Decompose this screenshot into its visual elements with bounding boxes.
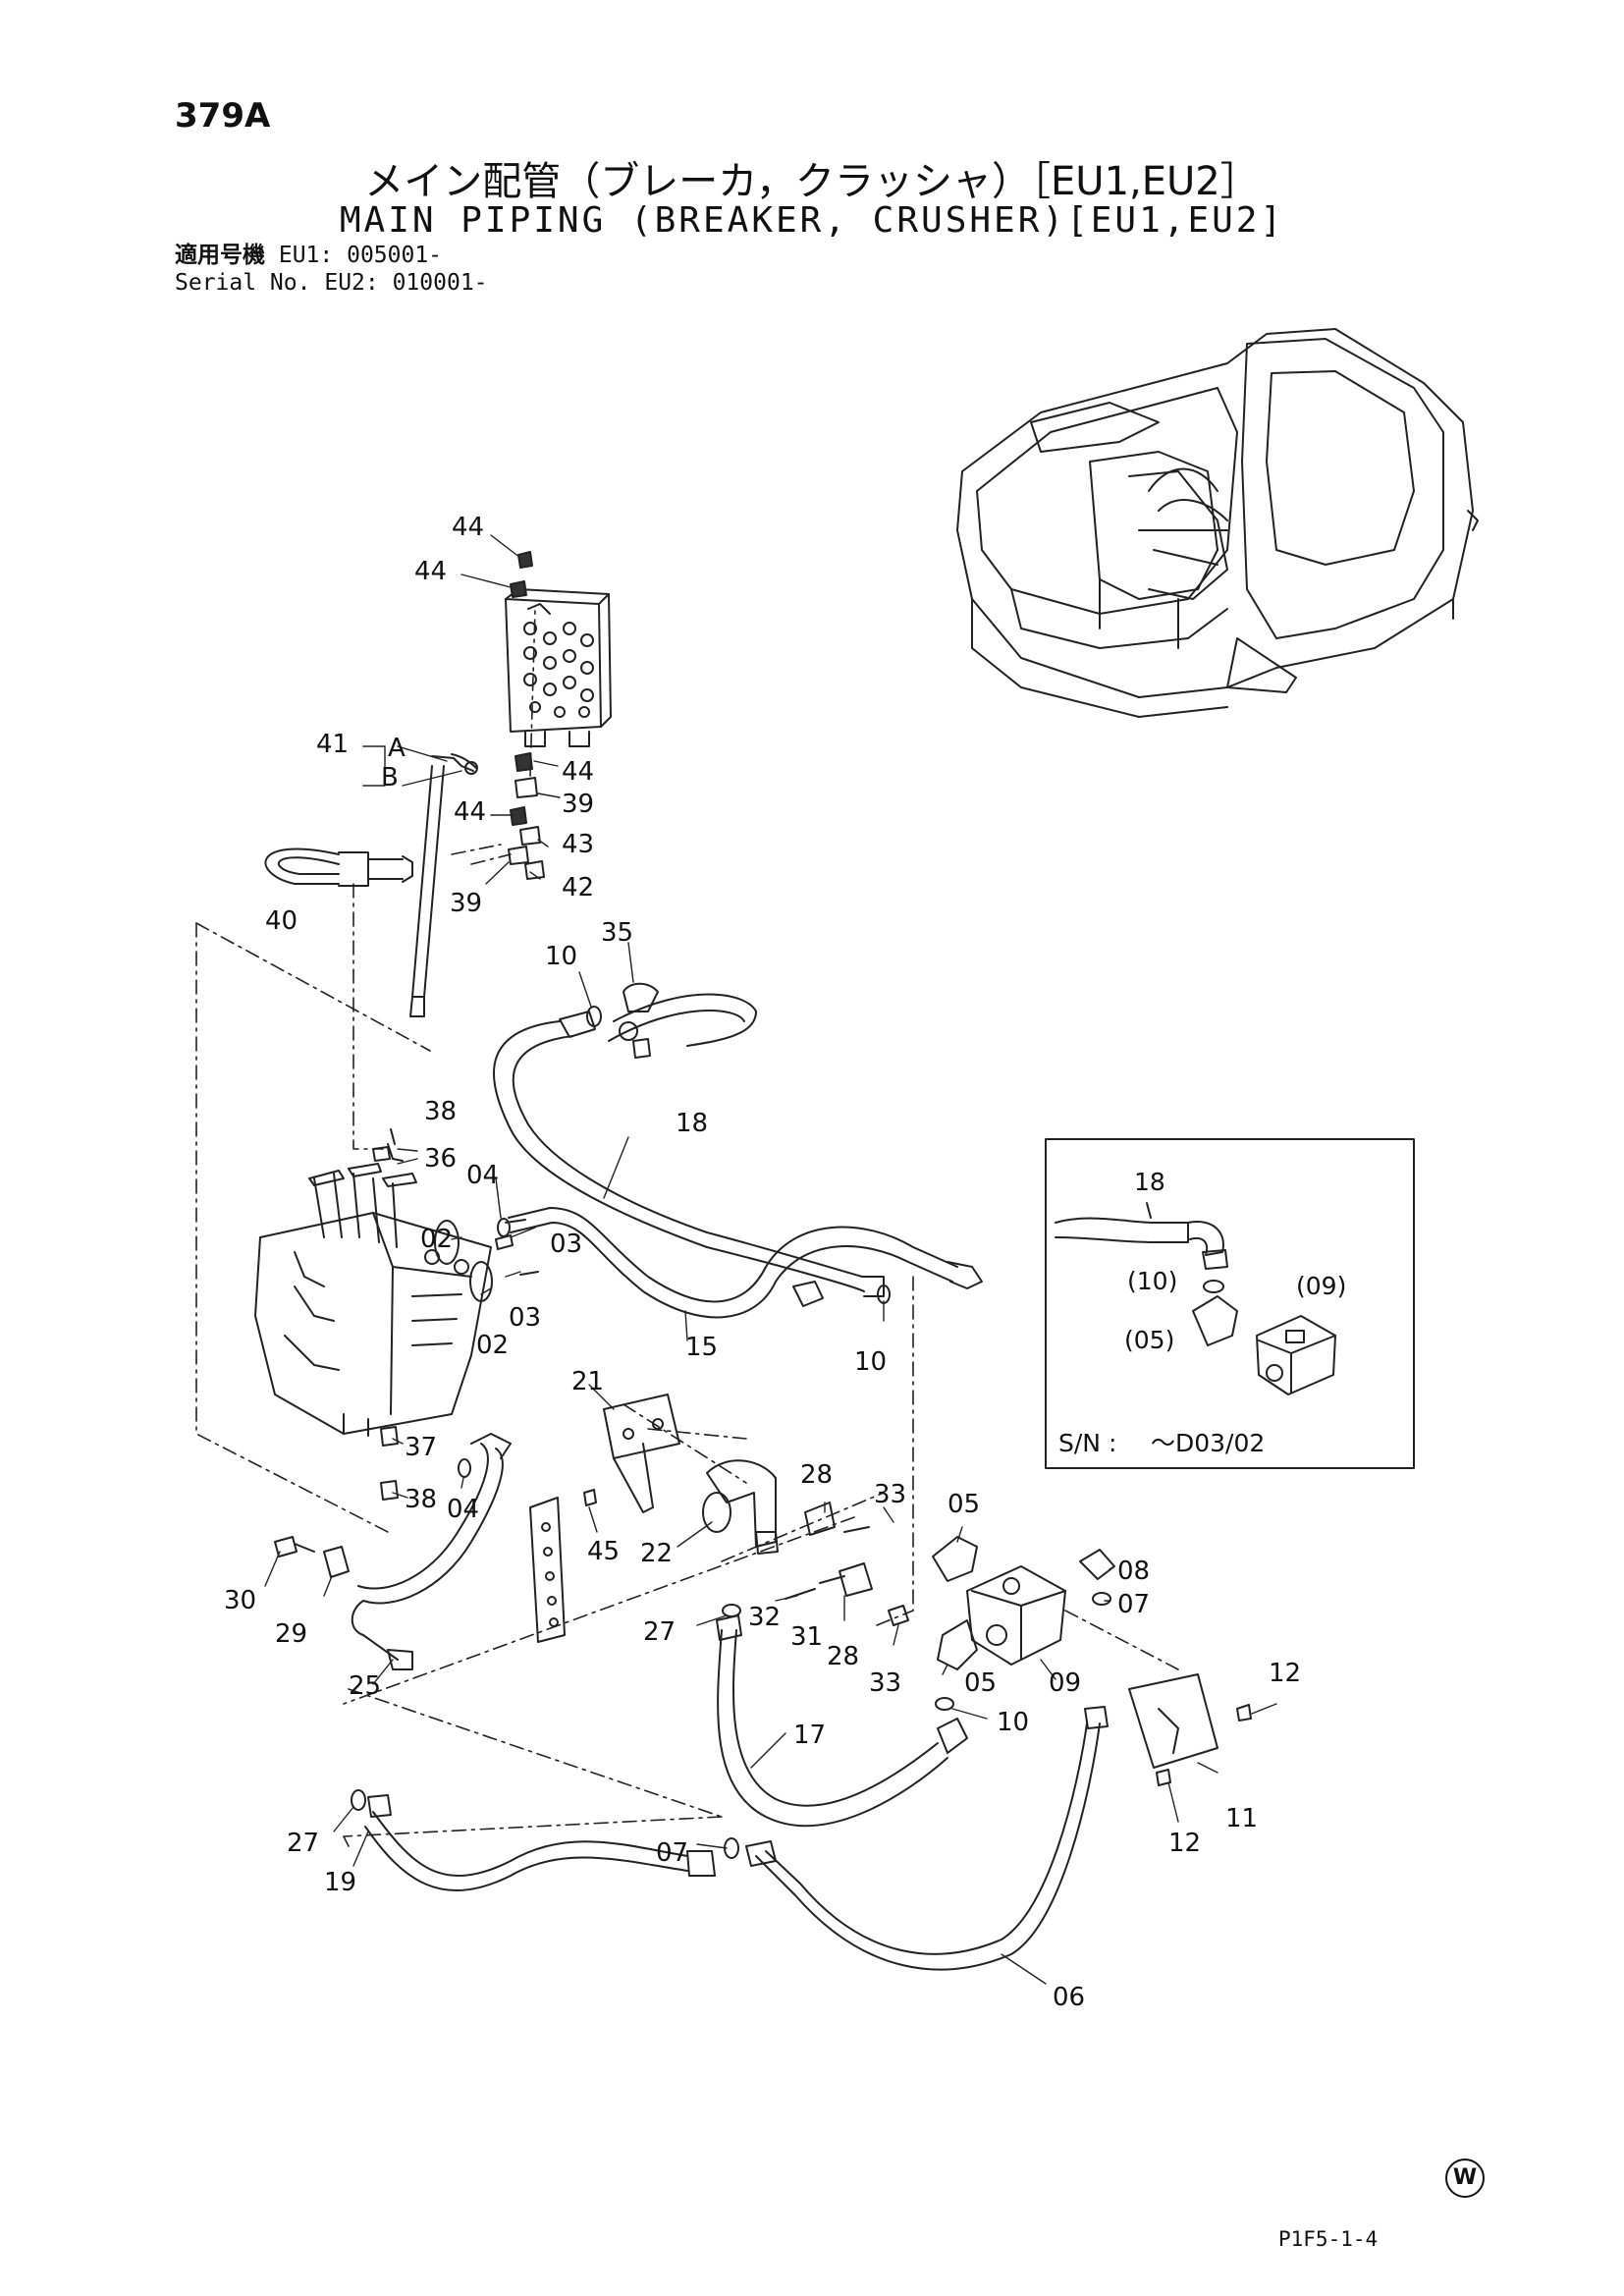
callout-41: 41 <box>316 730 349 759</box>
callout-44: 44 <box>562 757 594 787</box>
serial-eu2: EU2: 010001- <box>324 270 488 296</box>
callout-labels: 44 44 41 A B 44 39 44 43 42 39 40 35 10 … <box>224 513 1301 2012</box>
serial-label-en: Serial No. <box>175 270 311 296</box>
inset-sn-value: ～D03/02 <box>1151 1429 1265 1457</box>
pilot-valve-block <box>505 588 612 747</box>
w-mark: W <box>1445 2159 1485 2198</box>
callout-35: 35 <box>601 918 633 948</box>
fittings-39-43-42 <box>508 777 545 880</box>
callout-03: 03 <box>550 1230 582 1259</box>
callout-05: 05 <box>947 1490 980 1519</box>
callout-08: 08 <box>1117 1557 1150 1586</box>
page-number: 379A <box>175 96 271 136</box>
serial-row-eu1: 適用号機 EU1: 005001- <box>175 242 488 269</box>
serial-eu1: EU1: 005001- <box>278 243 443 268</box>
callout-44: 44 <box>454 797 486 827</box>
callout-27: 27 <box>287 1829 319 1858</box>
inset-part-18: 18 <box>1134 1168 1165 1196</box>
inset-box <box>1045 1138 1415 1469</box>
callout-a: A <box>388 734 406 763</box>
callout-12: 12 <box>1269 1659 1301 1688</box>
callout-11: 11 <box>1225 1804 1258 1833</box>
callout-42: 42 <box>562 873 594 902</box>
flanges-02-03 <box>434 1219 539 1302</box>
callout-18: 18 <box>676 1109 708 1138</box>
mount-strip-45 <box>529 1489 597 1643</box>
bolt-30-clamp-29 <box>274 1536 350 1578</box>
hose-06 <box>745 1706 1109 1971</box>
callout-40: 40 <box>265 906 298 936</box>
hose-25 <box>351 1433 512 1670</box>
alignment-lines <box>195 608 1179 1847</box>
callout-28: 28 <box>827 1642 859 1671</box>
inset-part-09: (09) <box>1296 1272 1346 1300</box>
callout-37: 37 <box>405 1433 437 1462</box>
callout-44: 44 <box>452 513 484 542</box>
callout-25: 25 <box>349 1671 381 1701</box>
callout-43: 43 <box>562 830 594 859</box>
serial-applicability: 適用号機 EU1: 005001- Serial No. EU2: 010001… <box>175 242 488 297</box>
callout-15: 15 <box>685 1333 718 1362</box>
callout-33: 33 <box>874 1480 906 1509</box>
inset-labels: 18 (10) (09) (05) S/N : ～D03/02 <box>1058 1168 1346 1457</box>
callout-38: 38 <box>405 1485 437 1514</box>
callout-07: 07 <box>656 1838 688 1868</box>
callout-b: B <box>381 763 399 793</box>
callout-33: 33 <box>869 1668 901 1698</box>
title-english: MAIN PIPING (BREAKER, CRUSHER)[EU1,EU2] <box>339 200 1285 241</box>
callout-36: 36 <box>424 1144 457 1174</box>
callout-02: 02 <box>476 1331 509 1360</box>
elbow-22 <box>702 1459 779 1555</box>
hose-18 <box>493 982 885 1297</box>
leader-lines <box>264 534 1277 1985</box>
callout-09: 09 <box>1049 1668 1081 1698</box>
hose-17 <box>716 1614 968 1828</box>
callout-30: 30 <box>224 1586 256 1615</box>
callout-32: 32 <box>748 1603 781 1632</box>
callout-12: 12 <box>1168 1829 1201 1858</box>
callout-39: 39 <box>450 889 482 918</box>
hose-40 <box>264 847 413 887</box>
control-valve-assembly <box>254 1128 492 1501</box>
callout-04: 04 <box>466 1161 499 1190</box>
inset-part-05: (05) <box>1124 1326 1174 1354</box>
hose-15 <box>508 1207 983 1319</box>
page-code: P1F5-1-4 <box>1278 2227 1379 2251</box>
callout-06: 06 <box>1053 1983 1085 2012</box>
callout-28: 28 <box>800 1460 833 1490</box>
callout-21: 21 <box>571 1367 604 1396</box>
callout-10: 10 <box>854 1347 887 1377</box>
bracket-21 <box>603 1394 680 1513</box>
callout-02: 02 <box>420 1225 453 1254</box>
hose-19 <box>364 1794 716 1892</box>
callout-44: 44 <box>414 557 447 586</box>
callout-39: 39 <box>562 790 594 819</box>
callout-29: 29 <box>275 1619 307 1649</box>
callout-17: 17 <box>793 1721 826 1750</box>
serial-label-jp: 適用号機 <box>175 243 265 268</box>
inset-part-10: (10) <box>1127 1267 1177 1295</box>
callout-27: 27 <box>643 1617 676 1647</box>
serial-row-eu2: Serial No. EU2: 010001- <box>175 269 488 297</box>
callout-03: 03 <box>509 1303 541 1333</box>
callout-04: 04 <box>447 1495 479 1524</box>
callout-22: 22 <box>640 1539 673 1568</box>
excavator-overview-illustration <box>956 328 1479 718</box>
callout-07: 07 <box>1117 1590 1150 1619</box>
callout-45: 45 <box>587 1537 620 1566</box>
callout-10: 10 <box>545 942 577 971</box>
cap-fittings-44 <box>510 551 533 826</box>
callout-38: 38 <box>424 1097 457 1126</box>
callout-05: 05 <box>964 1668 997 1698</box>
callout-19: 19 <box>324 1868 356 1897</box>
hose-41 <box>409 753 478 1017</box>
inset-sn-label: S/N : <box>1058 1429 1116 1457</box>
callout-31: 31 <box>790 1622 823 1652</box>
title-japanese: メイン配管（ブレーカ，クラッシャ）［EU1,EU2］ <box>364 159 1260 204</box>
clamp-parts <box>785 1502 909 1626</box>
callout-10: 10 <box>997 1708 1029 1737</box>
adapters-05-block-09 <box>932 1536 1252 1786</box>
